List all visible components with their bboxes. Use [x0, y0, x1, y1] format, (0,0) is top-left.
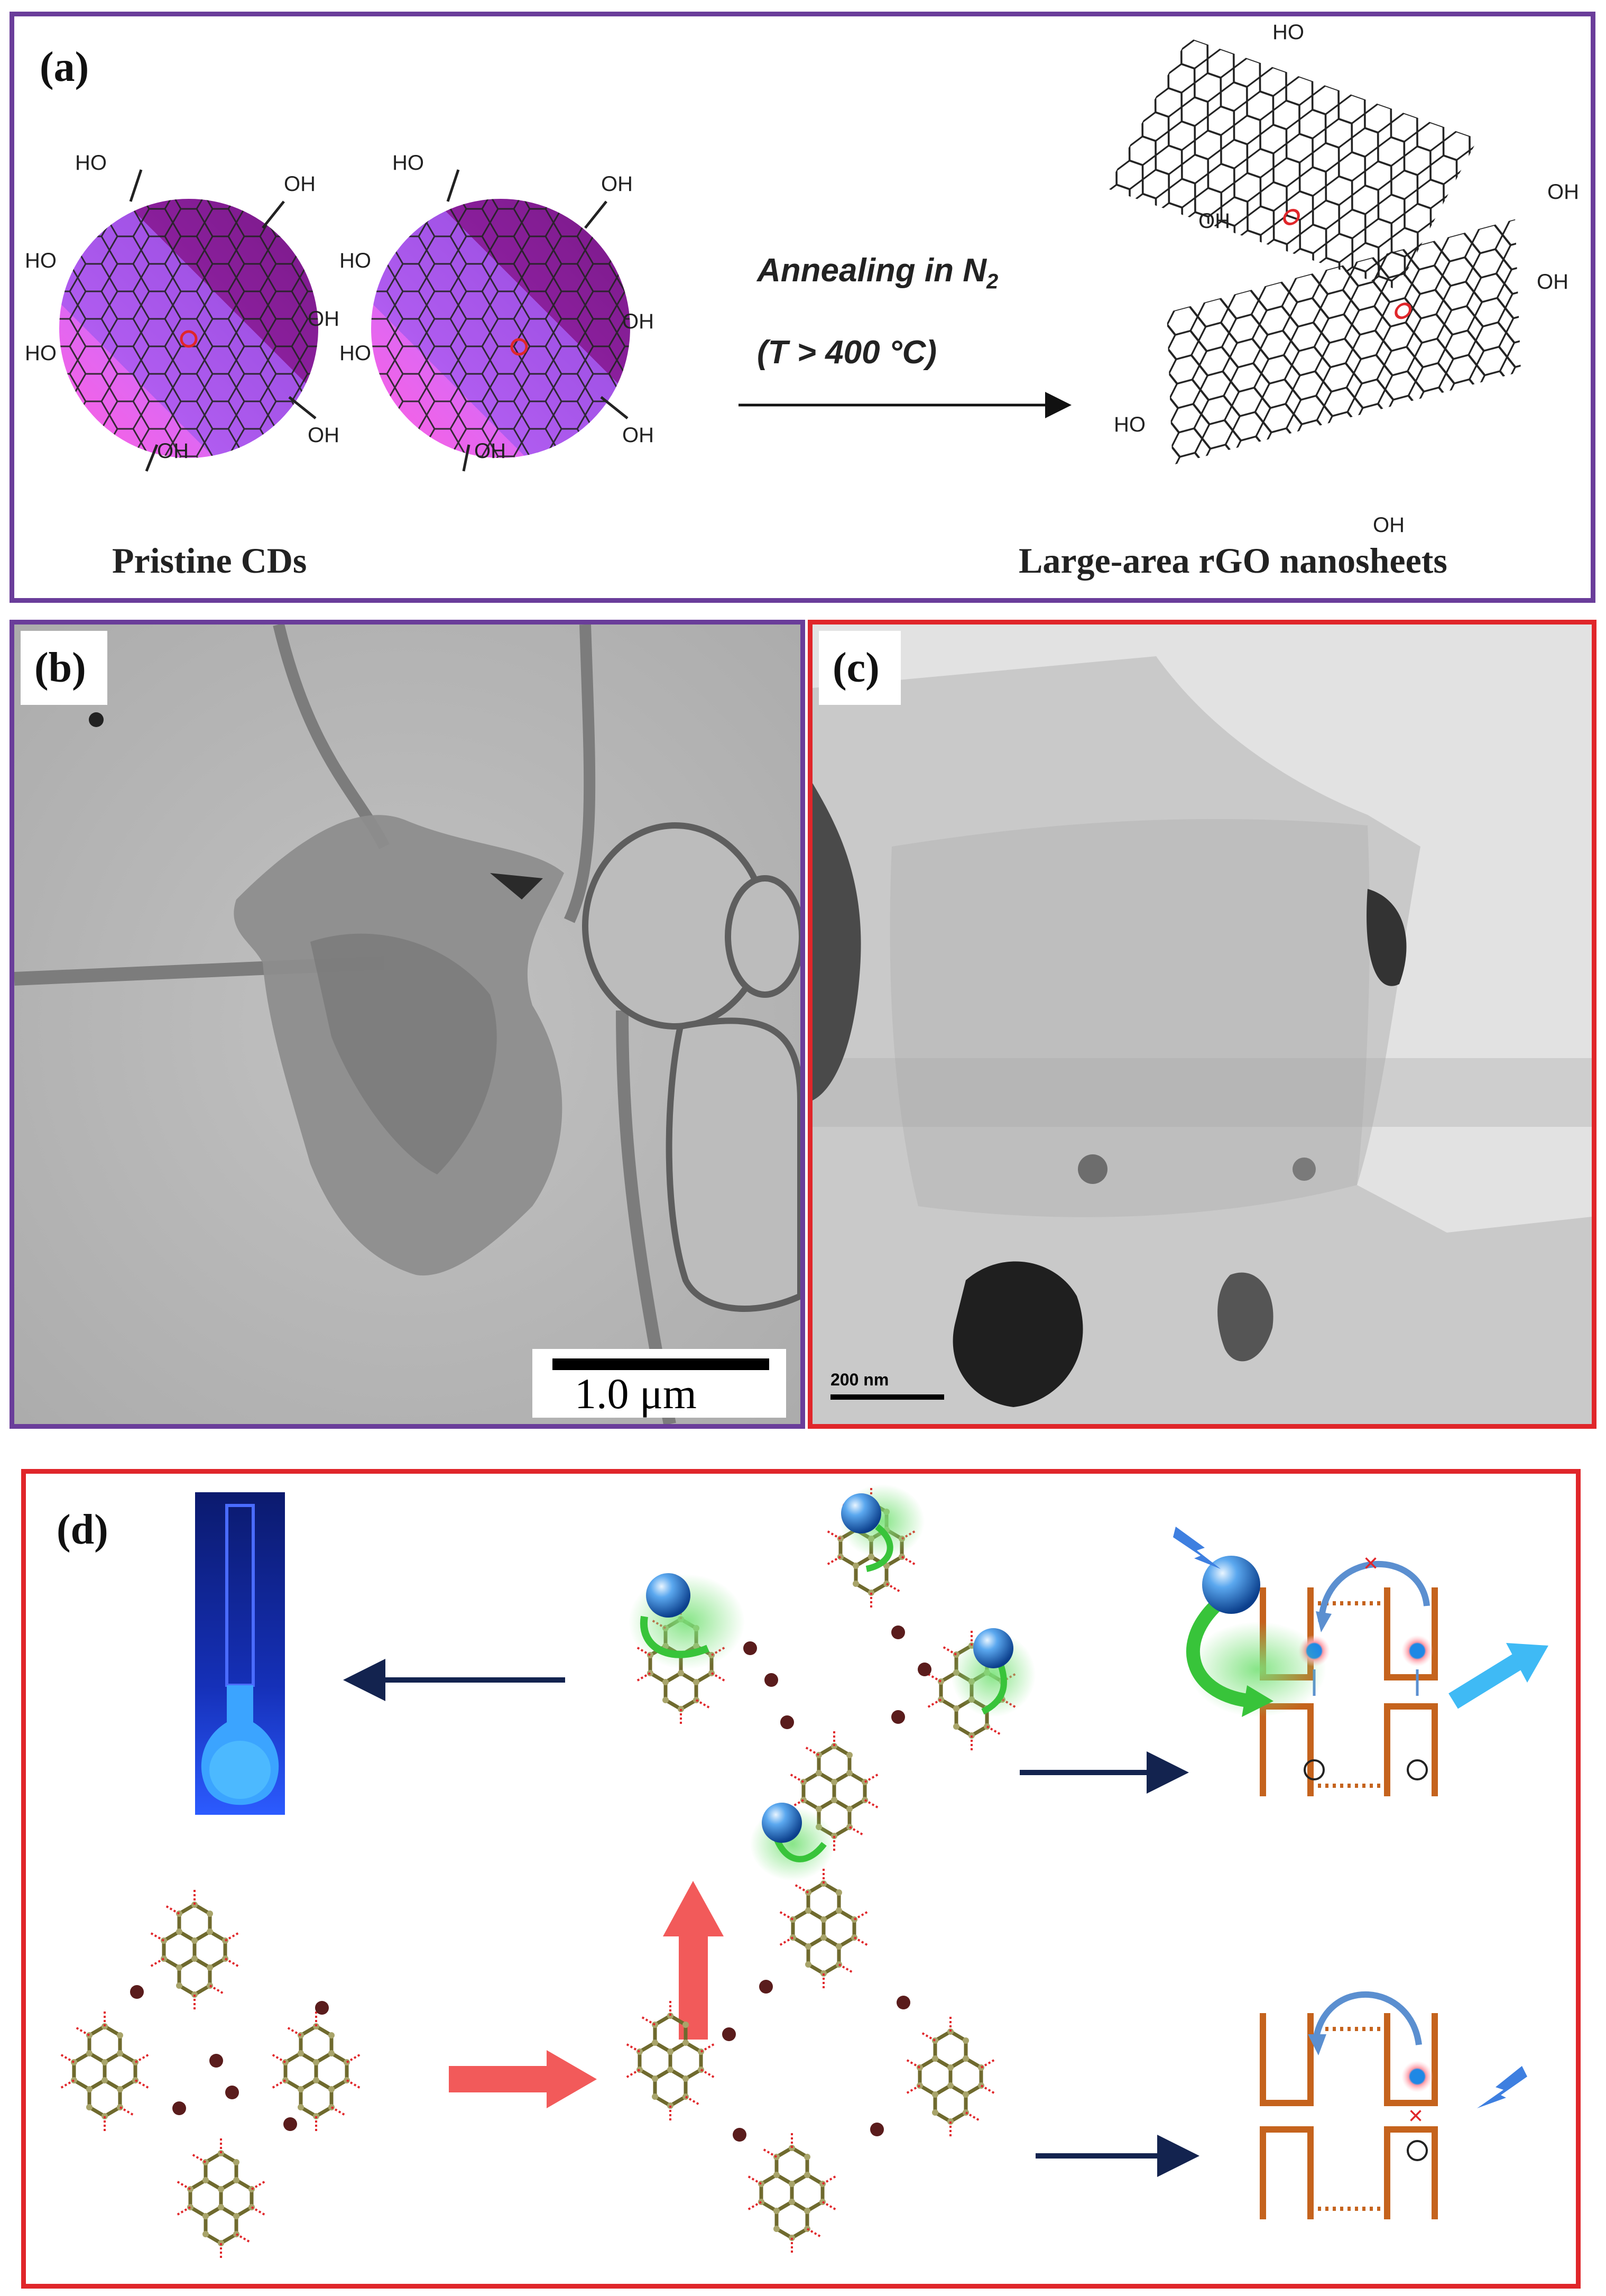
rgo-caption: Large-area rGO nanosheets — [1019, 540, 1447, 581]
temperature-condition: (T > 400 °C) — [757, 334, 937, 371]
cd2-oh-bottom: OH — [474, 439, 506, 463]
fluorescent-vial-icon — [195, 1492, 285, 1815]
blue-sphere-icon — [1202, 1556, 1260, 1614]
pyrene-cluster-excited — [629, 1484, 1036, 1881]
rgo2-oh-bottom: OH — [1373, 513, 1405, 537]
cd1-oh-left: HO — [25, 249, 57, 272]
cd2-oh-bottomright: OH — [622, 424, 654, 447]
cd1-oh-topright: OH — [284, 172, 316, 196]
rgo1-oh-right: OH — [1547, 180, 1579, 204]
annealing-condition: Annealing in N2 — [757, 252, 999, 293]
scale-bar-line-c — [830, 1394, 944, 1400]
cd2-oh-right: OH — [622, 310, 654, 333]
pristine-cds-caption: Pristine CDs — [112, 540, 307, 581]
trap-diagram-emissive: × — [1173, 1527, 1548, 1796]
blue-sphere-icon — [841, 1493, 881, 1533]
cd1-oh-bottomright: OH — [308, 424, 339, 447]
blue-sphere-icon — [762, 1803, 802, 1843]
cd2-ho-left: HO — [339, 249, 371, 272]
lightning-icon — [1173, 1527, 1221, 1569]
cd1-cooh-top: HO — [75, 151, 107, 175]
svg-text:×: × — [1363, 1549, 1378, 1577]
panel-a-graphic — [59, 38, 1521, 472]
rgo-sheet-top — [1106, 38, 1478, 290]
cd1-oh-left2: HO — [25, 342, 57, 365]
svg-text:×: × — [1408, 2102, 1423, 2130]
panel-c-label: (c) — [819, 631, 901, 705]
pyrene-cluster-middle — [626, 1868, 995, 2254]
tem-image-b — [14, 624, 800, 1424]
scale-bar-b: 1.0 μm — [532, 1349, 786, 1418]
carbon-dot-1 — [59, 169, 318, 472]
rgo1-ho: HO — [1272, 21, 1304, 44]
scale-bar-text-b: 1.0 μm — [575, 1370, 697, 1418]
salmon-arrow-right — [449, 2050, 597, 2108]
cd1-oh-bottom: OH — [157, 439, 189, 463]
panel-b: (b) 1.0 μm — [10, 620, 805, 1429]
panel-c: (c) 200 nm — [808, 620, 1596, 1429]
tem-image-c — [813, 624, 1592, 1424]
rgo1-oh-bottom: OH — [1198, 209, 1230, 233]
rgo2-oh: OH — [1537, 270, 1568, 293]
panel-a: (a) — [10, 12, 1595, 603]
lightning-icon — [1477, 2066, 1527, 2108]
pyrene-cluster-initial — [60, 1889, 361, 2259]
cd2-ho-left2: HO — [339, 342, 371, 365]
blue-sphere-icon — [973, 1628, 1013, 1668]
panel-d: (d) — [21, 1469, 1581, 2289]
panel-b-label: (b) — [21, 631, 107, 705]
cd1-oh-right: OH — [308, 307, 339, 330]
blue-sphere-icon — [646, 1573, 690, 1618]
carbon-dot-2 — [371, 169, 630, 472]
scale-bar-c: 200 nm — [826, 1370, 953, 1407]
rgo2-ho: HO — [1114, 413, 1146, 436]
cd2-ho-top: HO — [392, 151, 424, 175]
panel-d-label: (d) — [47, 1505, 118, 1554]
scale-bar-text-c: 200 nm — [830, 1370, 889, 1389]
panel-d-graphic: × × — [26, 1484, 1548, 2284]
rgo-sheet-bottom — [1167, 219, 1521, 465]
trap-diagram-nonemissive: × — [1263, 1991, 1527, 2219]
cd2-oh-topright: OH — [601, 172, 633, 196]
emission-arrow — [1448, 1651, 1527, 1709]
scale-bar-line-b — [552, 1358, 769, 1370]
panel-a-label: (a) — [30, 43, 99, 91]
